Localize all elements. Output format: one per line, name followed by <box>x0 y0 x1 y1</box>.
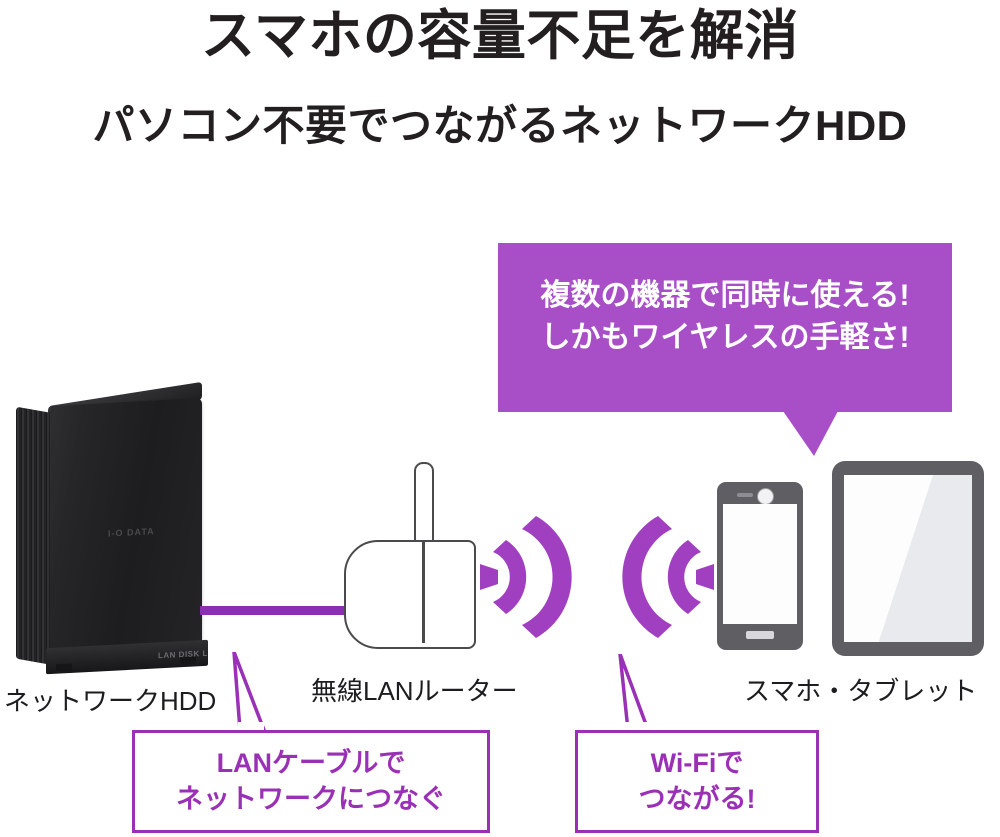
smartphone-device <box>717 482 803 650</box>
label-wireless-router: 無線LANルーター <box>311 676 518 706</box>
network-hdd-foot-right <box>180 656 196 665</box>
label-smartphone-tablet: スマホ・タブレット <box>744 676 978 706</box>
smartphone-front-camera-icon <box>757 488 774 505</box>
router-panel-divider <box>422 542 425 643</box>
callout-lan-pointer <box>232 652 267 736</box>
tablet-screen-glare <box>844 475 972 642</box>
callout-wireless-benefit: 複数の機器で同時に使える! しかもワイヤレスの手軽さ! <box>498 243 952 412</box>
wireless-router-device <box>340 462 476 649</box>
wifi-signal-icon-right <box>622 516 714 638</box>
callout-wifi-pointer <box>618 654 651 736</box>
network-hdd-foot-left <box>56 663 72 672</box>
callout-wireless-benefit-text: 複数の機器で同時に使える! しかもワイヤレスの手軽さ! <box>540 279 910 354</box>
lan-cable <box>200 606 348 615</box>
network-hdd-device: I-O DATA LAN DISK L <box>8 381 208 675</box>
page-title: スマホの容量不足を解消 <box>201 6 799 66</box>
tablet-screen <box>844 475 972 642</box>
callout-wifi-text: Wi-Fiで つながる! <box>638 748 756 814</box>
callout-wireless-benefit-tail <box>783 411 838 456</box>
smartphone-home-button <box>746 631 774 639</box>
smartphone-earpiece <box>737 493 753 497</box>
network-hdd-vent-fins <box>16 406 54 666</box>
callout-lan-cable-text: LANケーブルで ネットワークにつなぐ <box>176 748 446 814</box>
label-network-hdd: ネットワークHDD <box>4 686 217 716</box>
wifi-signal-icon-left <box>480 516 572 638</box>
callout-wifi: Wi-Fiで つながる! <box>575 730 819 833</box>
router-body <box>344 540 476 649</box>
callout-lan-cable: LANケーブルで ネットワークにつなぐ <box>132 730 490 833</box>
page-subtitle: パソコン不要でつながるネットワークHDD <box>92 102 908 149</box>
tablet-device <box>832 461 984 656</box>
smartphone-screen <box>723 504 797 624</box>
